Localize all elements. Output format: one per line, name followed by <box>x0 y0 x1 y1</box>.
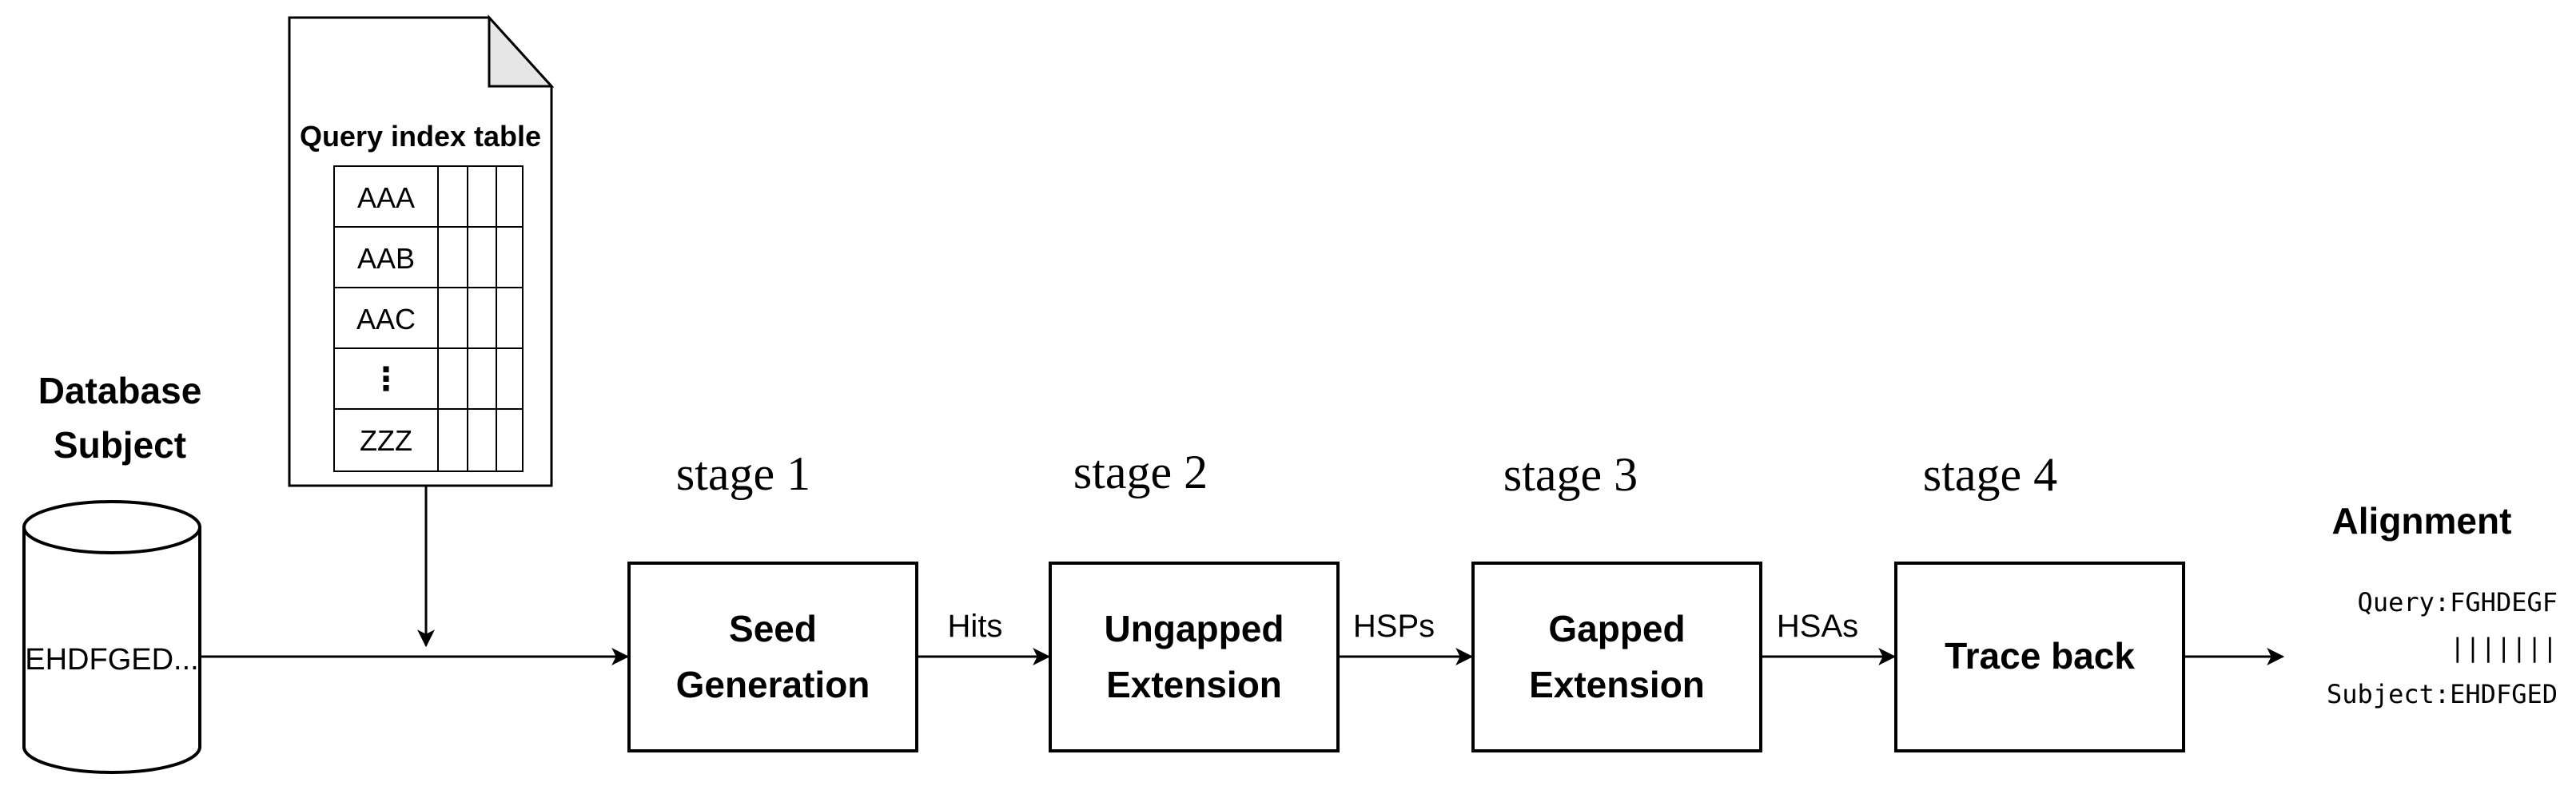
database-sequence: EHDFGED... <box>25 643 198 677</box>
alignment-subject-label: Subject: <box>2327 679 2450 709</box>
alignment-subject-seq: EHDFGED <box>2450 679 2558 709</box>
database-cylinder <box>22 500 201 774</box>
index-row-2: AAB <box>357 242 415 275</box>
stage2-text-line2: Extension <box>1106 664 1282 705</box>
stage2-label: stage 2 <box>1073 446 1208 498</box>
stage3-text-line1: Gapped <box>1548 608 1685 649</box>
alignment-title: Alignment <box>2332 500 2512 542</box>
index-row-3: AAC <box>356 303 416 335</box>
query-index-title: Query index table <box>300 120 541 153</box>
connector-hsas: HSAs <box>1777 609 1858 644</box>
stage4-text-line1: Trace back <box>1945 635 2135 677</box>
stage1-text-line2: Generation <box>676 664 870 705</box>
stage2-box <box>1049 562 1340 752</box>
alignment-query-line: Query:FGHDEGF <box>2358 587 2558 617</box>
stage2-text-line1: Ungapped <box>1105 608 1284 649</box>
connector-hits: Hits <box>948 609 1003 644</box>
alignment-subject-line: Subject:EHDFGED <box>2327 679 2558 709</box>
stage3-text-line2: Extension <box>1529 664 1705 705</box>
alignment-query-seq: FGHDEGF <box>2450 587 2558 617</box>
index-row-1: AAA <box>357 181 415 214</box>
connector-hsps: HSPs <box>1353 609 1435 644</box>
index-row-5: ZZZ <box>360 424 412 457</box>
index-row-ellipsis: ⋮ <box>370 362 402 397</box>
stage1-box <box>627 562 918 752</box>
alignment-match-bars: ||||||| <box>2450 633 2558 663</box>
stage4-label: stage 4 <box>1923 448 2057 501</box>
database-heading-line2: Subject <box>54 424 186 466</box>
stage1-text-line1: Seed <box>729 608 817 649</box>
stage3-box <box>1471 562 1762 752</box>
database-heading-line1: Database <box>38 370 202 411</box>
stage1-label: stage 1 <box>676 447 810 500</box>
query-index-table <box>333 165 524 472</box>
alignment-query-label: Query: <box>2358 587 2451 617</box>
stage3-label: stage 3 <box>1503 448 1638 501</box>
